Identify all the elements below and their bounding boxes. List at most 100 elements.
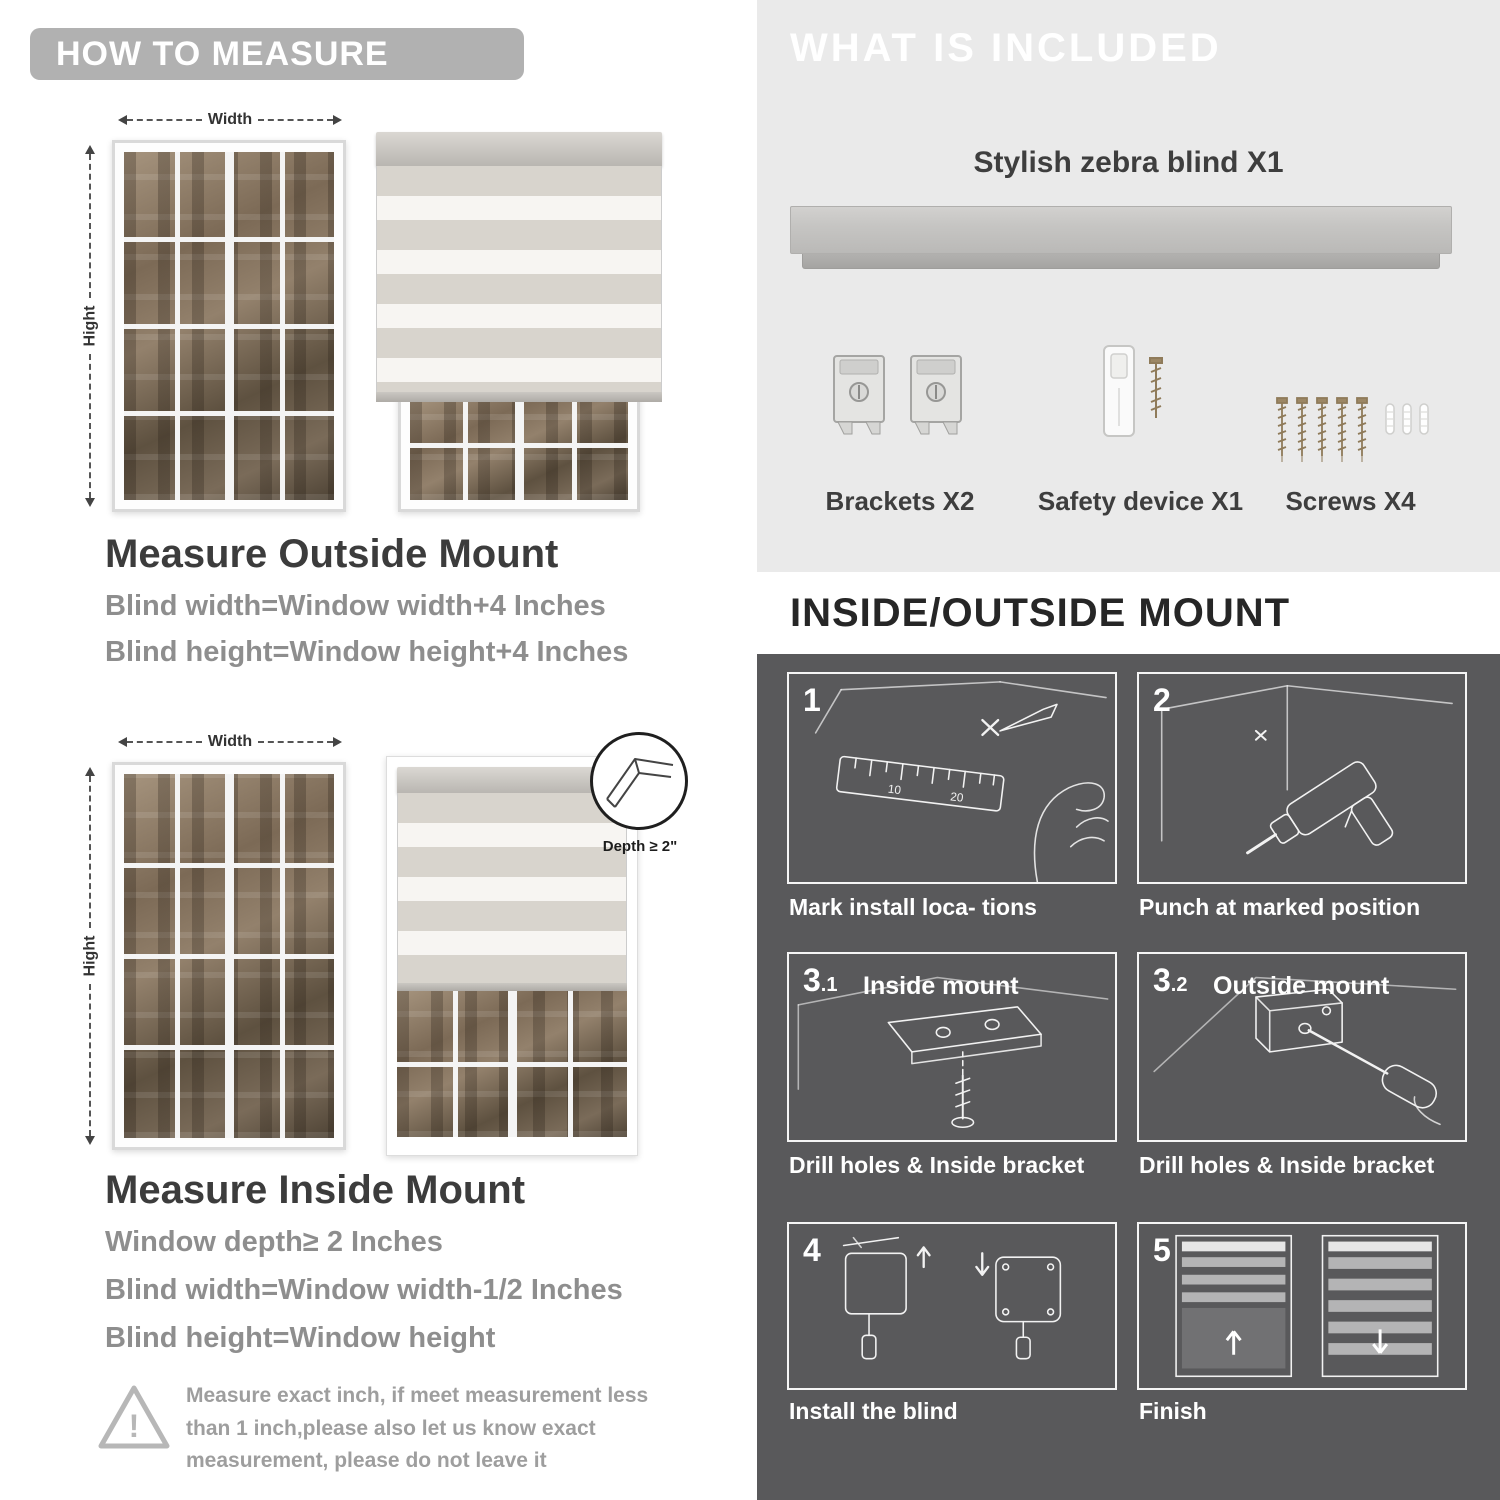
step-caption-3-1: Drill holes & Inside bracket: [789, 1152, 1085, 1178]
how-to-measure-badge: HOW TO MEASURE: [30, 28, 524, 80]
outside-height-label: Hight: [81, 305, 98, 347]
window-glass: [124, 152, 334, 500]
bracket-icon: [910, 355, 962, 435]
step-number: 3: [803, 962, 821, 998]
arrow-up-icon: [85, 140, 95, 154]
blind-bottom-rail: [376, 392, 662, 402]
muntin: [174, 152, 180, 500]
brackets-label: Brackets X2: [825, 486, 975, 516]
screw-icon: [1296, 397, 1308, 462]
blind-stripes: [376, 166, 662, 392]
finish-illustration: [1175, 1234, 1439, 1378]
step-box-3-1: 3.1 Inside mount: [787, 952, 1117, 1142]
inside-height-label: Hight: [81, 935, 98, 977]
inside-width-dimension: Width: [113, 733, 347, 750]
step-caption-3-2: Drill holes & Inside bracket: [1139, 1152, 1435, 1178]
outside-width-dimension: Width: [113, 111, 347, 128]
svg-text:10: 10: [887, 783, 902, 798]
outside-zebra-blind: [376, 132, 662, 402]
arrow-down-icon: [85, 1136, 95, 1150]
step-box-5: 5: [1137, 1222, 1467, 1390]
muntin: [174, 774, 180, 1138]
inside-mount-window-with-blind: [386, 756, 638, 1156]
step-box-1: 1 10 20: [787, 672, 1117, 884]
step-box-2: 2: [1137, 672, 1467, 884]
warning-text: Measure exact inch, if meet measurement …: [186, 1384, 649, 1473]
window-glass: [397, 991, 627, 1137]
wall-anchor-icon: [1419, 403, 1429, 435]
outside-formula-height: Blind height=Window height+4 Inches: [105, 636, 629, 668]
how-to-measure-title: HOW TO MEASURE: [56, 34, 389, 73]
window-glass: [410, 400, 628, 500]
warning-triangle-icon: !: [96, 1382, 172, 1454]
mark-locations-illustration: 10 20: [814, 681, 1109, 882]
center-mullion: [225, 152, 234, 500]
screws-label: Screws X4: [1285, 486, 1416, 516]
blind-bottom-rail: [397, 983, 627, 991]
inside-window-illustration: [112, 762, 346, 1150]
arrow-right-icon: [333, 115, 347, 125]
step-number: 2: [1153, 682, 1171, 718]
screw-icon: [1316, 397, 1328, 462]
frame-corner-icon: [606, 758, 674, 808]
depth-callout-circle: [590, 732, 688, 830]
step-box-4: 4: [787, 1222, 1117, 1390]
bracket-icon: [833, 355, 885, 435]
muntin: [279, 774, 285, 1138]
step-number: 4: [803, 1232, 821, 1268]
wall-anchor-icon: [1402, 403, 1412, 435]
muntin: [567, 991, 573, 1137]
inside-width-label: Width: [207, 733, 253, 750]
outside-window-illustration: [112, 140, 346, 512]
inside-formula-width: Blind width=Window width-1/2 Inches: [105, 1274, 623, 1306]
zebra-blind-headrail: [790, 206, 1452, 269]
outside-formula-width: Blind width=Window width+4 Inches: [105, 590, 606, 622]
warning-mark: !: [128, 1408, 140, 1444]
muntin: [279, 152, 285, 500]
mount-header-strip: [757, 572, 1500, 654]
window-glass: [124, 774, 334, 1138]
mount-header: INSIDE/OUTSIDE MOUNT: [790, 591, 1291, 635]
step-caption-5: Finish: [1139, 1398, 1207, 1424]
arrow-left-icon: [113, 737, 127, 747]
arrow-up-icon: [85, 762, 95, 776]
muntin: [452, 991, 458, 1137]
arrow-left-icon: [113, 115, 127, 125]
step-number: 5: [1153, 1232, 1171, 1268]
safety-device-label: Safety device X1: [1037, 486, 1244, 516]
step-caption-2: Punch at marked position: [1139, 894, 1421, 920]
svg-text:20: 20: [949, 790, 964, 805]
window-below-blind: [398, 388, 640, 512]
arrow-down-icon: [85, 498, 95, 512]
outside-width-label: Width: [207, 111, 253, 128]
included-panel: [757, 0, 1500, 572]
included-header: WHAT IS INCLUDED: [790, 26, 1222, 70]
step-number: 1: [803, 682, 821, 718]
inside-mount-title: Measure Inside Mount: [105, 1168, 526, 1212]
inside-height-dimension: Hight: [81, 762, 98, 1150]
step-caption-1: Mark install loca- tions: [789, 894, 1037, 920]
inside-formula-depth: Window depth≥ 2 Inches: [105, 1226, 443, 1258]
screw-icon: [1276, 397, 1288, 462]
outside-height-dimension: Hight: [81, 140, 98, 512]
arrow-right-icon: [333, 737, 347, 747]
center-mullion: [225, 774, 234, 1138]
wall-anchor-icon: [1385, 403, 1395, 435]
screw-icon: [1336, 397, 1348, 462]
center-mullion: [515, 400, 524, 500]
blind-cassette: [397, 767, 627, 793]
muntin: [571, 400, 577, 500]
muntin: [462, 400, 468, 500]
step-number: 3: [1153, 962, 1171, 998]
step-caption-4: Install the blind: [789, 1398, 958, 1424]
outside-mount-label: Outside mount: [1213, 972, 1390, 1000]
center-mullion: [508, 991, 517, 1137]
safety-device-icon: [1103, 345, 1163, 437]
blind-stripes: [397, 793, 627, 983]
inside-bracket-illustration: [797, 976, 1109, 1129]
punch-position-illustration: [1160, 684, 1453, 855]
install-blind-illustration: [842, 1236, 1062, 1360]
blind-cassette: [376, 132, 662, 166]
inside-formula-height: Blind height=Window height: [105, 1322, 496, 1354]
